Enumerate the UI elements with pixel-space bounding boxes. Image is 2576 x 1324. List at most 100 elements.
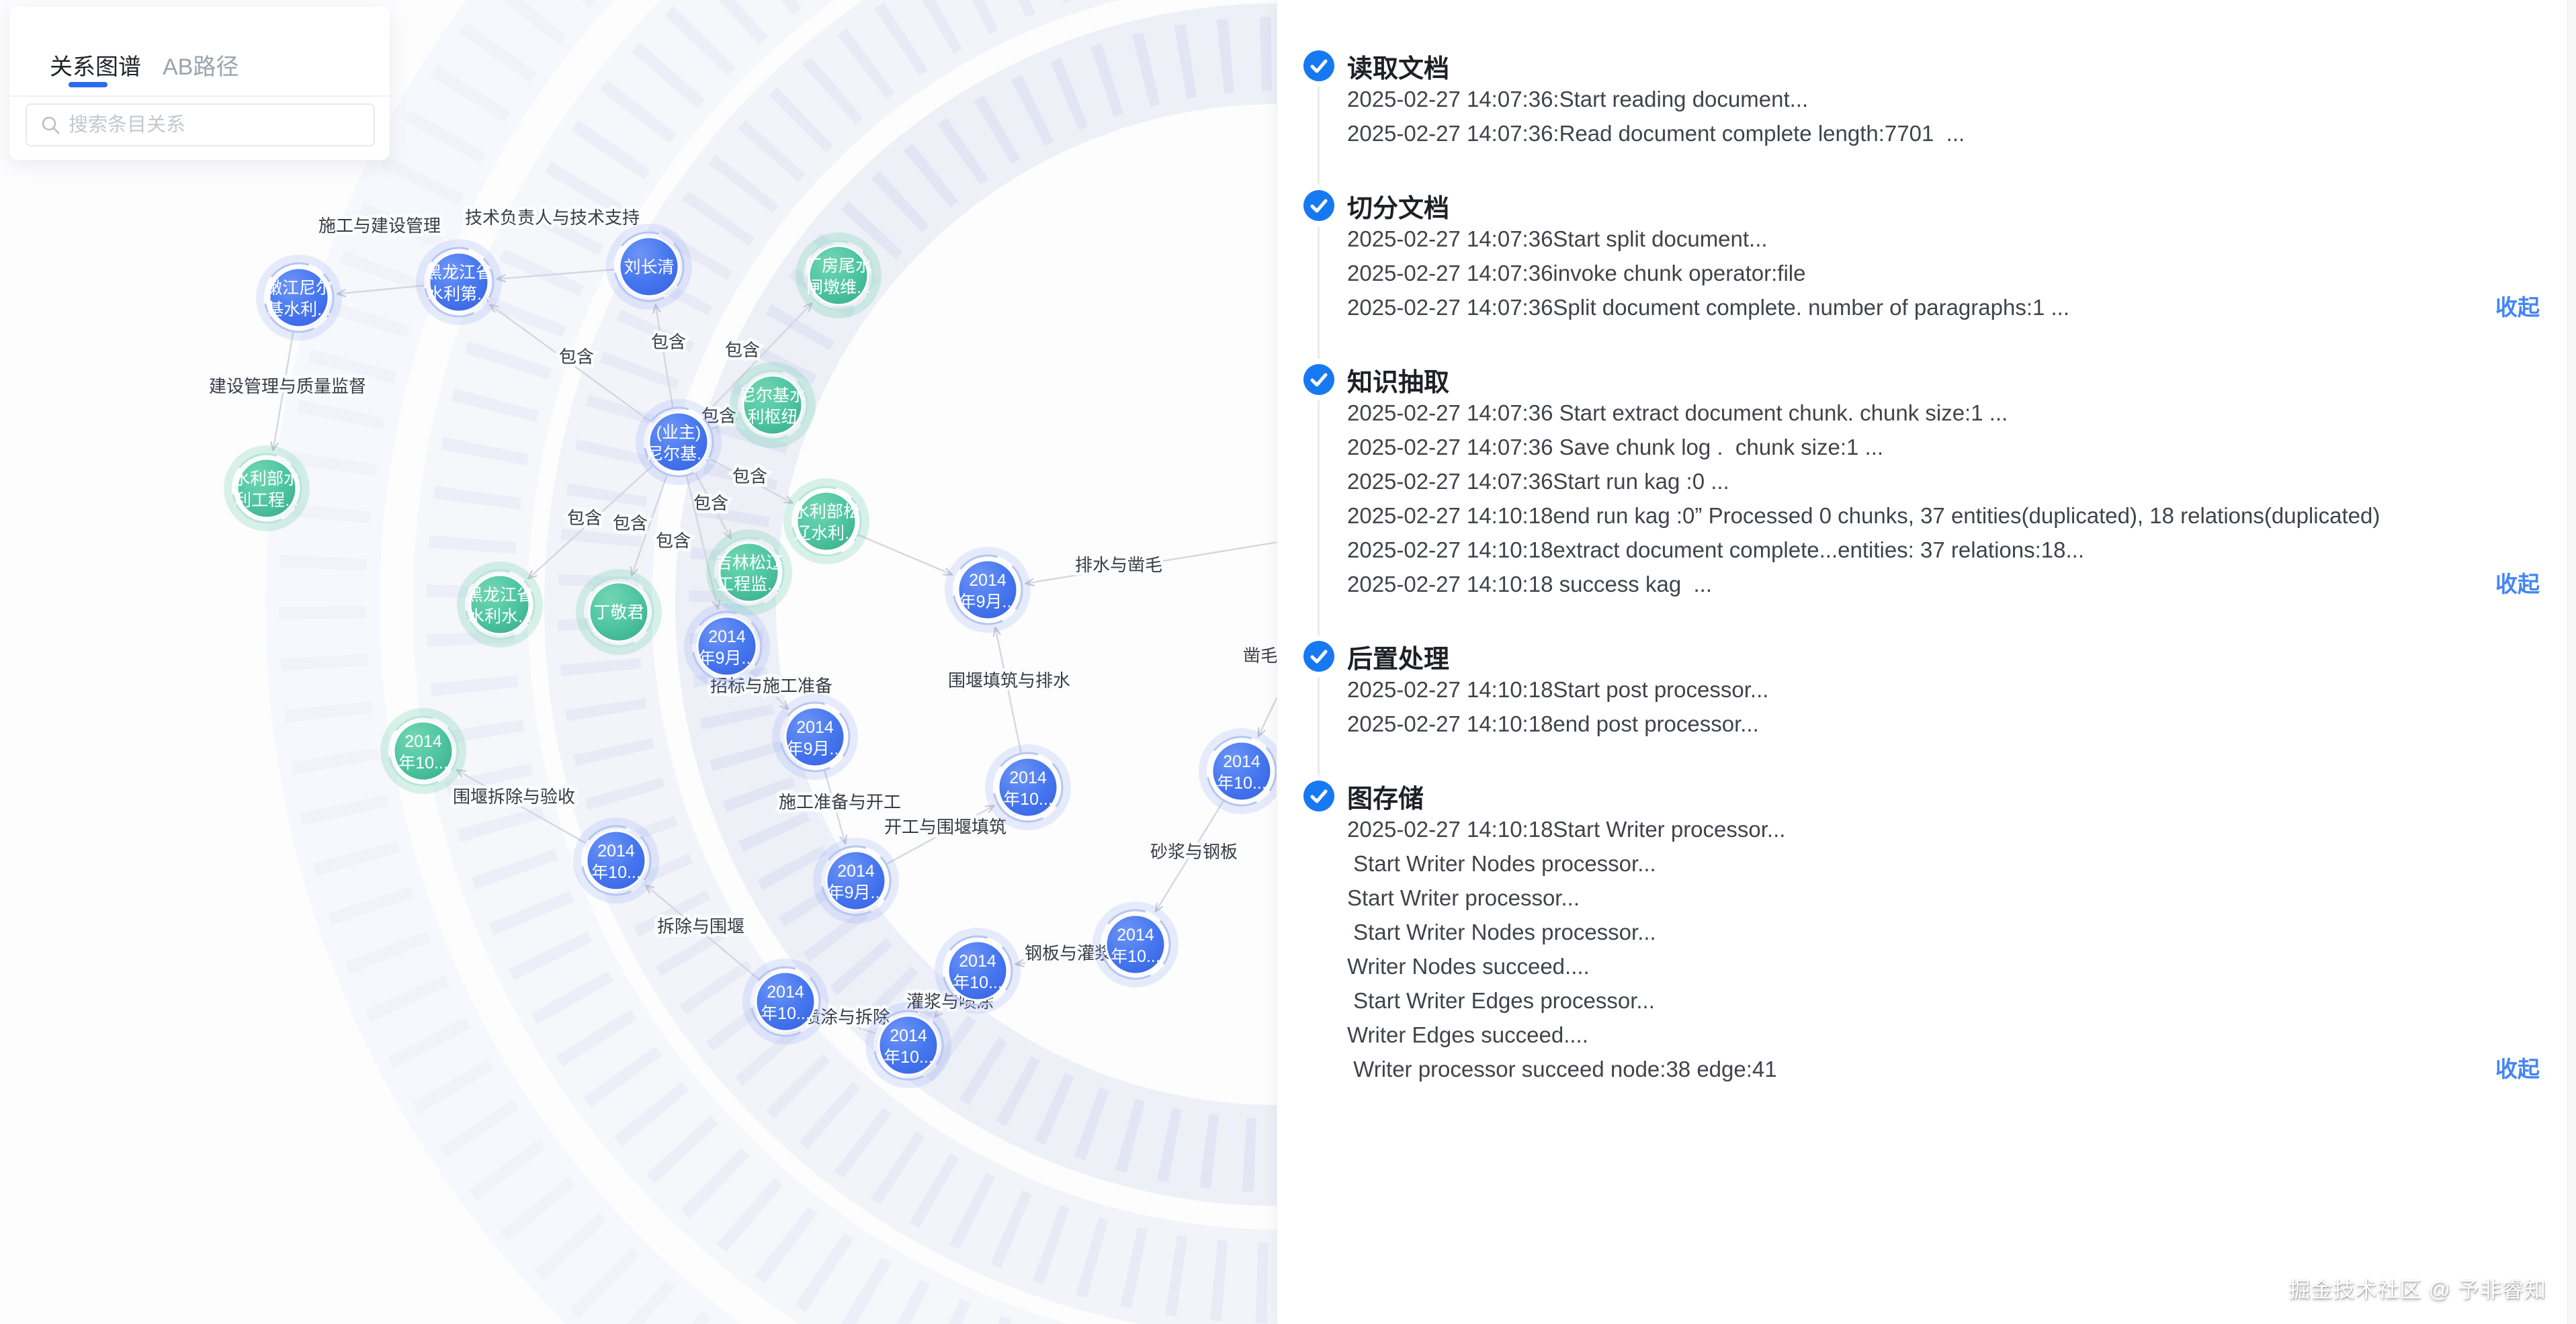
step-header: 切分文档 [1303, 189, 2540, 223]
node-label: 黑龙江省水利第... [425, 263, 492, 304]
tab-bar: 关系图谱 AB路径 [9, 7, 390, 97]
edge-label: 砂浆与钢板 [1150, 842, 1238, 862]
active-tab-underline [69, 82, 108, 87]
tab-relationship-graph[interactable]: 关系图谱 [50, 54, 141, 80]
graph-nodes: 嫩江尼尔基水利... 黑龙江省水利第... 刘长清 厂房尾水闸墩维... (业主)尼尔基… [219, 219, 1277, 1093]
step-title: 读取文档 [1347, 54, 1450, 83]
graph-node-slb-gongcheng[interactable]: 水利部水利工程... [219, 441, 314, 536]
log-line: Start Writer processor... [1347, 885, 1580, 910]
edge-label: 围堰填筑与排水 [948, 670, 1070, 691]
knowledge-graph-canvas[interactable]: 施工与建设管理技术负责人与技术支持建设管理与质量监督包含包含包含包含包含包含包含… [0, 0, 1277, 1324]
collapse-link[interactable]: 收起 [2495, 572, 2540, 597]
scrollbar[interactable] [2567, 0, 2576, 1324]
step-header: 图存储 [1303, 780, 2540, 813]
node-label: 厂房尾水闸墩维... [805, 257, 872, 297]
log-line: 2025-02-27 14:10:18end run kag :0” Proce… [1347, 503, 2380, 528]
edge-label: 包含 [725, 340, 760, 360]
step-header: 后置处理 [1303, 640, 2540, 674]
edge-label: 包含 [559, 347, 594, 367]
log-line: 2025-02-27 14:10:18 success kag ...收起 [1347, 567, 2540, 601]
step-logs: 2025-02-27 14:07:36Start split document.… [1347, 222, 2540, 324]
graph-svg: 施工与建设管理技术负责人与技术支持建设管理与质量监督包含包含包含包含包含包含包含… [206, 0, 1277, 1324]
edge-label: 围堰拆除与验收 [453, 787, 575, 807]
search-input[interactable] [69, 114, 374, 136]
log-line: Start Writer Edges processor... [1347, 988, 1655, 1013]
edge-label: 建设管理与质量监督 [209, 376, 366, 396]
edge-label: 包含 [732, 466, 767, 486]
graph-edges: 施工与建设管理技术负责人与技术支持建设管理与质量监督包含包含包含包含包含包含包含… [206, 205, 1277, 1034]
graph-node-liuchangqing[interactable]: 刘长清 [601, 219, 697, 314]
check-icon [1303, 50, 1334, 81]
step-header: 读取文档 [1303, 50, 2540, 83]
search-box[interactable] [26, 103, 375, 146]
log-line: 2025-02-27 14:07:36 Save chunk log . chu… [1347, 435, 1884, 459]
log-line: 2025-02-27 14:07:36invoke chunk operator… [1347, 261, 1806, 285]
log-line: 2025-02-27 14:07:36Start run kag :0 ... [1347, 469, 1729, 494]
edge-label: 灌浆与喷涂 [906, 991, 994, 1012]
check-icon [1303, 364, 1334, 395]
node-label: 黑龙江省水利水... [466, 586, 533, 626]
log-line: 2025-02-27 14:10:18Start Writer processo… [1347, 817, 1786, 842]
graph-node-slb-songliao[interactable]: 水利部松辽水利... [779, 474, 874, 569]
edge-label: 包含 [693, 493, 728, 513]
graph-node-yezhu-nierji[interactable]: (业主)尼尔基... [631, 394, 726, 490]
node-label: 水利部松辽水利... [793, 502, 860, 543]
log-line: Start Writer Nodes processor... [1347, 920, 1656, 944]
tab-ab-path[interactable]: AB路径 [163, 54, 239, 80]
pipeline-step-2: 切分文档 2025-02-27 14:07:36Start split docum… [1303, 189, 2540, 324]
edge-label: 施工准备与开工 [779, 792, 901, 812]
graph-node-dingjingjun[interactable]: 丁敬君 [571, 564, 667, 660]
graph-node-hlj-shuili-di[interactable]: 黑龙江省水利第... [411, 234, 507, 330]
step-title: 后置处理 [1347, 645, 1450, 674]
log-line: 2025-02-27 14:10:18extract document comp… [1347, 537, 2085, 562]
graph-node-hlj-shuili-shui[interactable]: 黑龙江省水利水... [452, 557, 548, 652]
node-label: (业主)尼尔基... [646, 423, 711, 464]
log-line: 2025-02-27 14:07:36Start split document.… [1347, 226, 1768, 251]
node-label: 刘长清 [624, 258, 674, 277]
graph-toolbar-card: 关系图谱 AB路径 [9, 7, 390, 160]
check-icon [1303, 190, 1334, 221]
edge-label: 包含 [613, 513, 648, 533]
decorative-rings [265, 0, 1277, 1324]
graph-node-nierji-shuniu[interactable]: 尼尔基水利枢纽 [725, 357, 820, 453]
graph-node-nenjiang-nierji[interactable]: 嫩江尼尔基水利... [251, 250, 347, 345]
graph-node-changfang-weishui[interactable]: 厂房尾水闸墩维... [791, 228, 886, 323]
collapse-link[interactable]: 收起 [2495, 295, 2540, 320]
step-title: 切分文档 [1347, 194, 1450, 223]
check-icon [1303, 781, 1334, 811]
node-label: 吉林松辽工程监... [716, 554, 783, 594]
step-title: 图存储 [1347, 785, 1424, 813]
graph-node-jilin-songliao[interactable]: 吉林松辽工程监... [701, 525, 797, 620]
timeline-connector [1318, 66, 1320, 793]
node-label: 嫩江尼尔基水利... [265, 279, 333, 319]
log-line: Start Writer Nodes processor... [1347, 851, 1656, 876]
log-line: Writer Edges succeed.... [1347, 1022, 1588, 1047]
collapse-link[interactable]: 收起 [2495, 1057, 2540, 1082]
log-line: 2025-02-27 14:07:36 Start extract docume… [1347, 400, 2008, 425]
node-label: 尼尔基水利枢纽 [739, 386, 806, 427]
